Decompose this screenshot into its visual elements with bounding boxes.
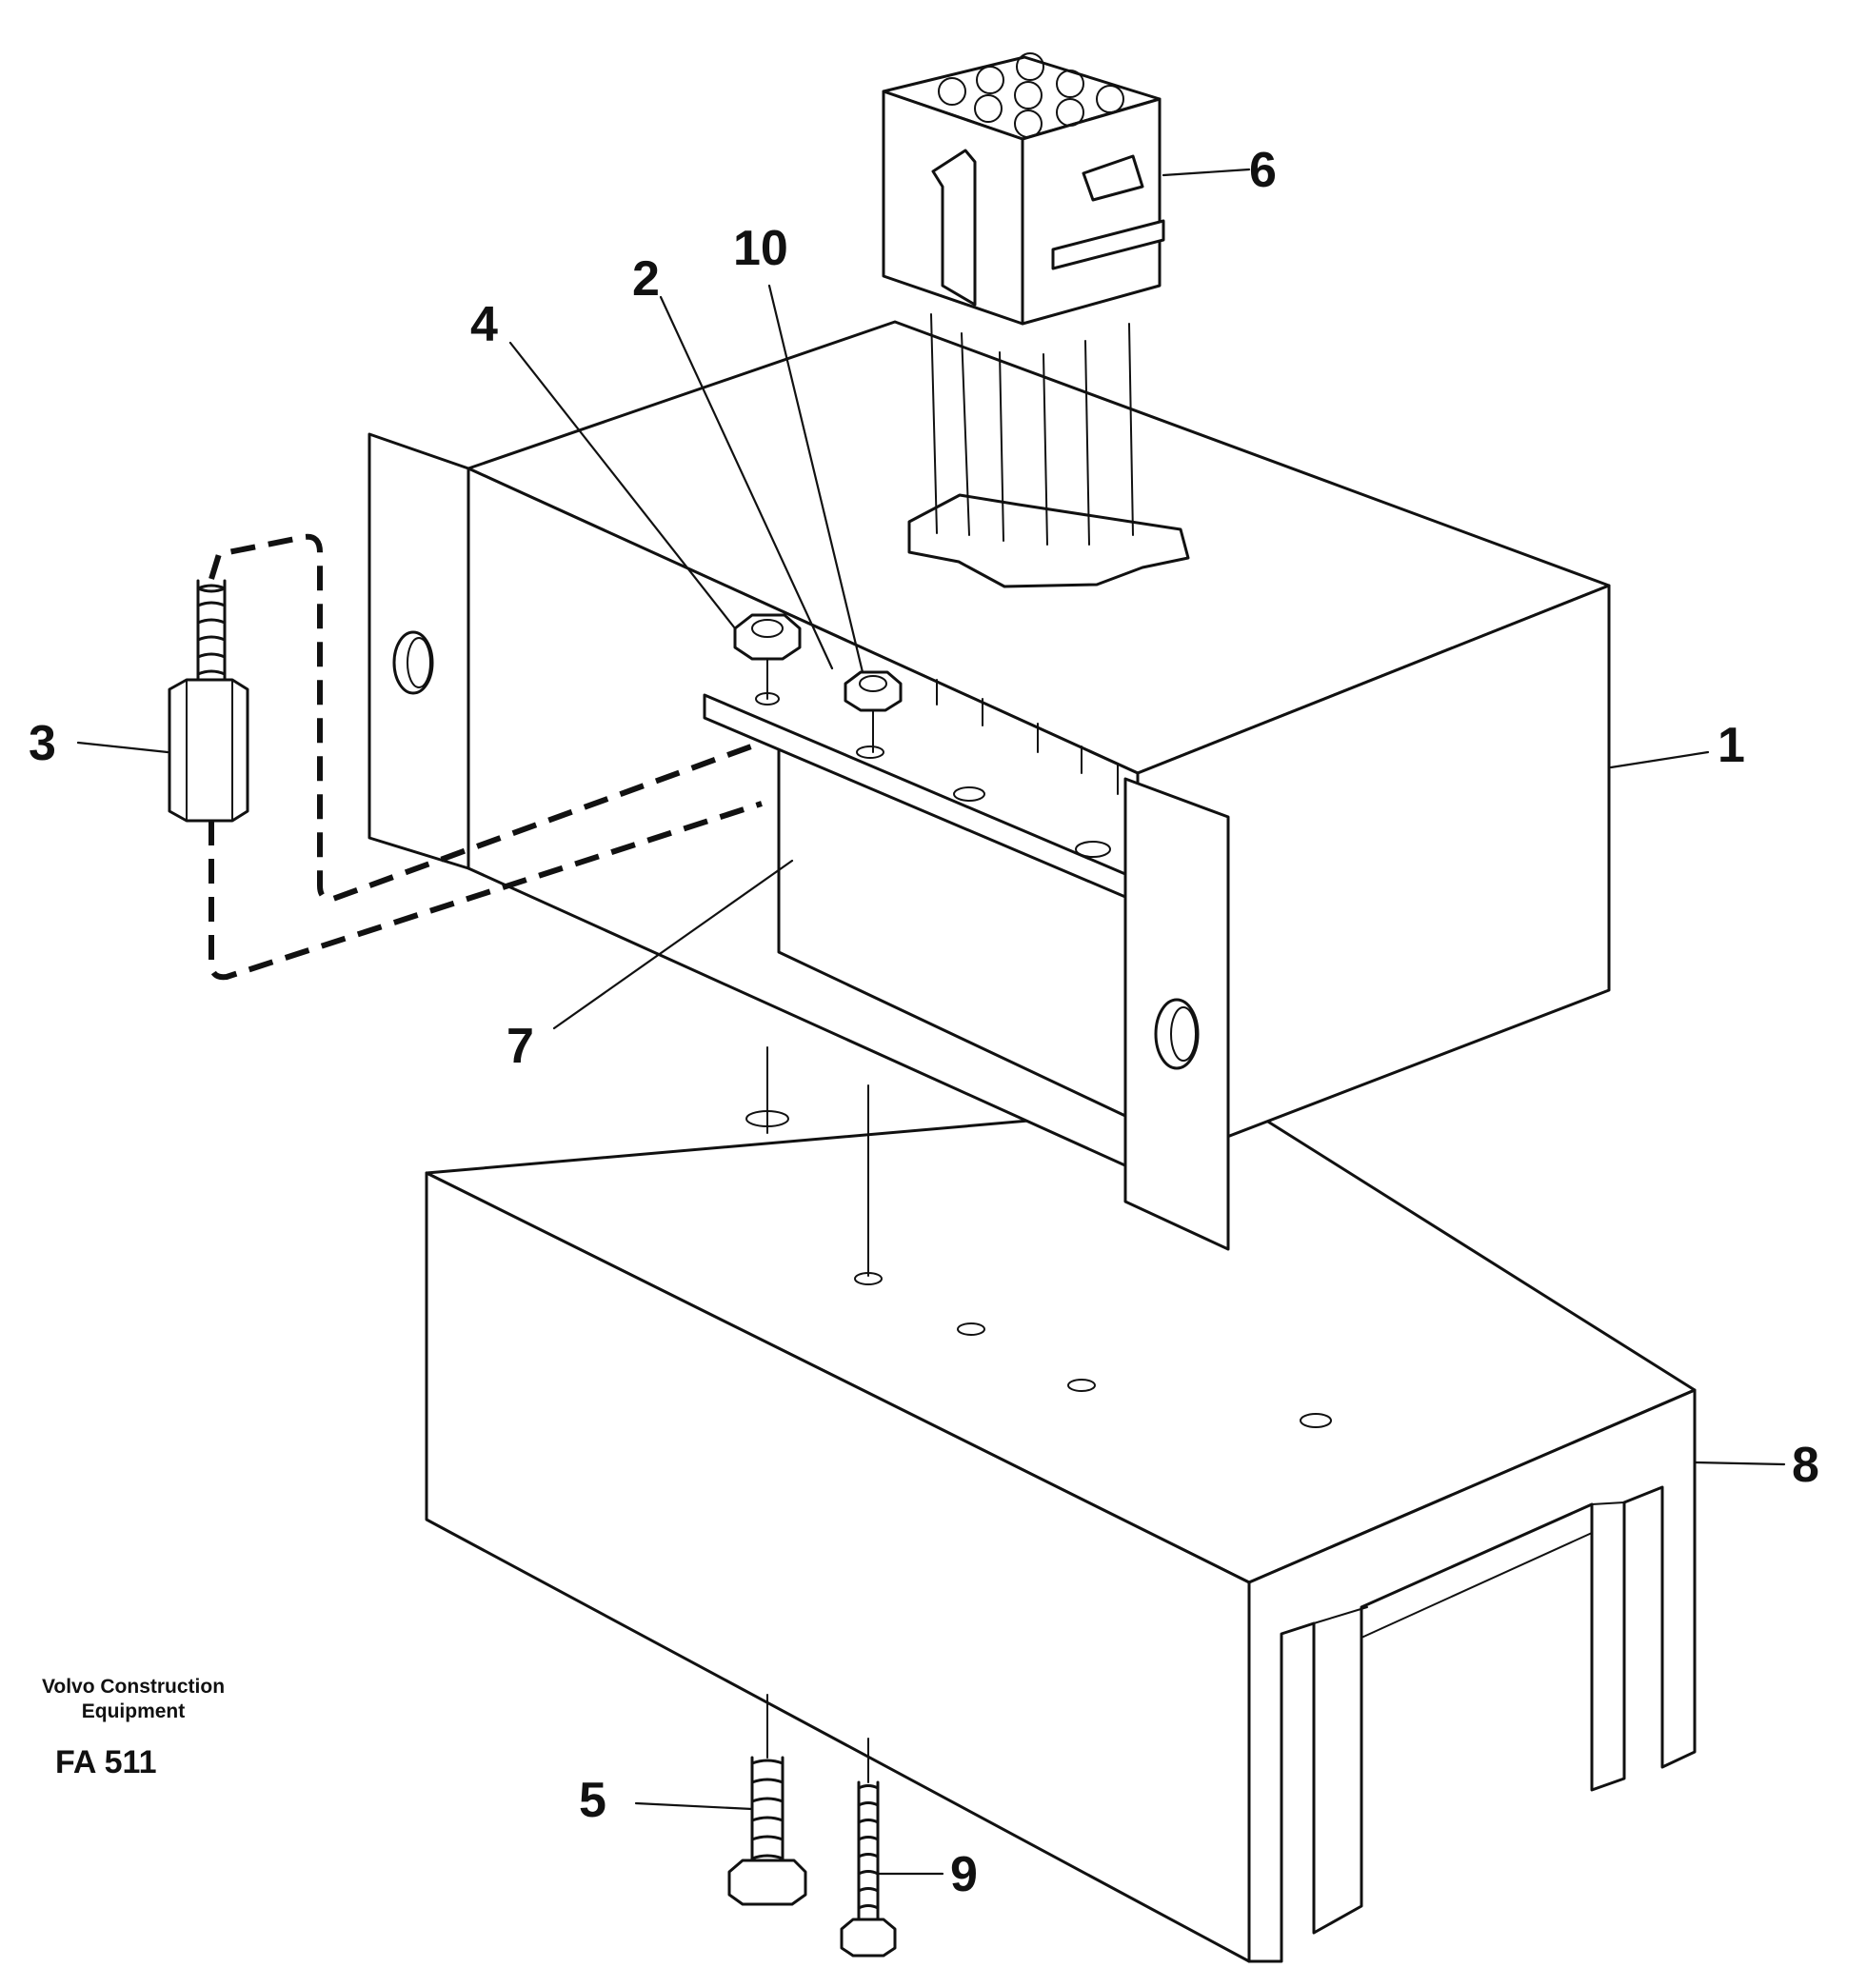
stud-spacer-part <box>168 533 764 981</box>
callout-2: 2 <box>632 251 660 307</box>
callout-10: 10 <box>733 221 788 276</box>
callout-8: 8 <box>1792 1438 1819 1493</box>
callout-6: 6 <box>1249 143 1277 198</box>
heat-sink-part <box>425 1101 1697 1963</box>
callout-1: 1 <box>1718 718 1745 773</box>
nut-part <box>733 613 802 700</box>
callout-4: 4 <box>470 297 498 352</box>
leader-lines <box>76 168 1786 1876</box>
figure-code: FA 511 <box>55 1744 157 1780</box>
callout-7: 7 <box>506 1019 534 1074</box>
connector-part <box>882 52 1165 546</box>
brand-line-1: Volvo Construction <box>41 1676 226 1698</box>
brand-line-2: Equipment <box>81 1700 186 1722</box>
nut-part <box>844 670 903 753</box>
mounting-bracket <box>367 432 1230 1251</box>
circuit-board-part <box>703 679 1127 1118</box>
callout-9: 9 <box>950 1847 978 1902</box>
callout-3: 3 <box>29 716 56 771</box>
screw-part <box>840 1084 897 1958</box>
callout-5: 5 <box>579 1773 606 1828</box>
screw-part <box>727 1046 807 1906</box>
